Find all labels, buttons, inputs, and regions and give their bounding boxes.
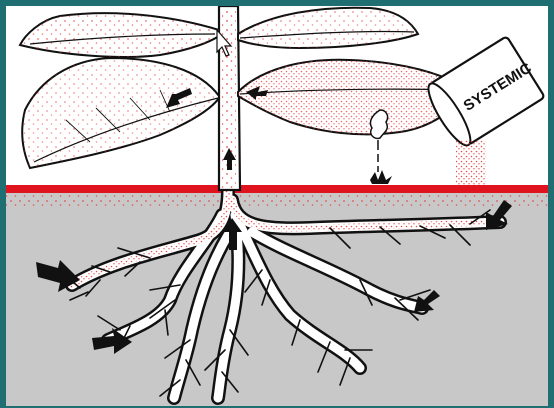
plant-stem [219,6,240,190]
systemic-illustration: SYSTEMIC [6,6,548,406]
ground-line [6,185,548,193]
soil-dot-band [6,194,548,208]
spray-stream [456,140,486,186]
